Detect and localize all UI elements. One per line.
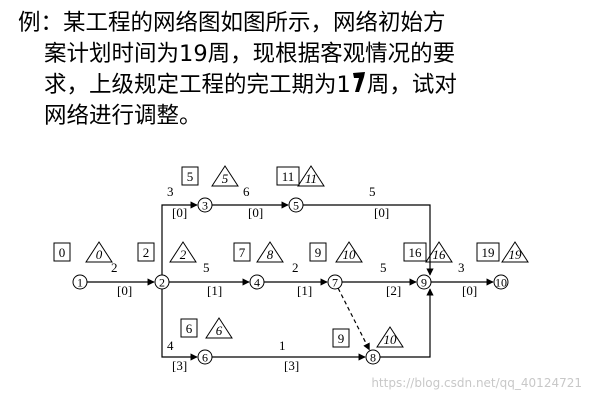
activity-float-7-9: [2]	[386, 283, 401, 298]
event-node-7	[327, 274, 343, 290]
late-time-triangle-7	[335, 241, 363, 263]
handwritten-mark	[352, 72, 365, 92]
problem-line-4: 网络进行调整。	[44, 103, 202, 129]
early-time-box-10	[476, 242, 500, 262]
late-time-6: 6	[216, 323, 223, 338]
activity-arrow-2-6	[161, 289, 198, 361]
activity-float-5-9: [0]	[374, 205, 389, 220]
late-time-5: 11	[305, 171, 317, 186]
late-time-triangle-10	[501, 241, 529, 263]
activity-arrows	[87, 201, 494, 361]
activity-duration-6-8: 1	[279, 338, 286, 353]
early-time-5: 11	[282, 169, 295, 184]
early-time-10: 19	[482, 245, 495, 260]
late-time-triangle-1	[85, 241, 113, 263]
activity-float-2-6: [3]	[172, 358, 187, 373]
late-time-8: 10	[384, 332, 398, 347]
event-node-9	[416, 274, 432, 290]
event-node-3	[197, 197, 213, 213]
activity-arrow-7-8	[337, 287, 370, 351]
activity-arrow-5-9	[303, 204, 434, 276]
late-time-triangle-4	[256, 241, 284, 263]
late-time-1: 0	[96, 247, 103, 262]
late-time-10: 19	[509, 247, 523, 262]
late-time-triangle-8	[376, 326, 404, 348]
activity-duration-3-5: 6	[243, 184, 250, 199]
problem-line-1: 例：某工程的网络图如图所示，网络初始方	[18, 10, 446, 36]
event-node-1	[72, 274, 88, 290]
activity-arrow-2-3	[161, 201, 198, 275]
activity-arrow-8-9	[380, 288, 434, 358]
early-time-7: 9	[315, 245, 322, 260]
activity-duration-7-9: 5	[380, 260, 387, 275]
event-node-label-10: 10	[495, 276, 507, 290]
event-node-label-8: 8	[370, 351, 376, 365]
early-time-box-6	[180, 318, 198, 338]
activity-duration-2-6: 4	[167, 338, 174, 353]
activity-labels: 2 [0] 5 [1] 2 [1] 5 [2] 3 [0] 3 [0] 6 [0] 5 [0] 4 [3] 1 [3]	[111, 184, 477, 373]
early-time-box-2	[137, 242, 155, 262]
early-time-3: 5	[187, 169, 194, 184]
late-time-triangle-9	[425, 241, 453, 263]
event-node-label-3: 3	[202, 199, 208, 213]
event-node-6	[197, 349, 213, 365]
event-node-4	[249, 274, 265, 290]
late-time-triangle-2	[169, 241, 197, 263]
activity-duration-4-7: 2	[292, 260, 299, 275]
activity-float-1-2: [0]	[117, 283, 132, 298]
late-time-7: 10	[343, 247, 357, 262]
late-time-triangle-6	[205, 317, 233, 339]
late-time-triangle-3	[211, 165, 239, 187]
early-time-8: 9	[338, 331, 345, 346]
event-node-label-6: 6	[202, 351, 208, 365]
event-node-label-2: 2	[159, 276, 165, 290]
event-node-8	[365, 349, 381, 365]
early-time-box-9	[403, 242, 427, 262]
event-node-10	[493, 274, 509, 290]
activity-float-4-7: [1]	[297, 283, 312, 298]
example-prefix: 例：	[18, 10, 64, 36]
activity-float-3-5: [0]	[248, 205, 263, 220]
early-time-4: 7	[239, 245, 246, 260]
late-time-3: 5	[222, 171, 229, 186]
activity-float-9-10: [0]	[462, 283, 477, 298]
early-time-6: 6	[186, 321, 193, 336]
event-node-label-5: 5	[293, 199, 299, 213]
early-time-box-5	[276, 166, 300, 186]
early-time-box-4	[233, 242, 251, 262]
event-node-2	[154, 274, 170, 290]
early-time-2: 2	[143, 245, 150, 260]
activity-duration-2-4: 5	[203, 260, 210, 275]
problem-line-2: 案计划时间为19周，现根据客观情况的要	[44, 41, 456, 67]
event-node-5	[288, 197, 304, 213]
activity-float-6-8: [3]	[284, 358, 299, 373]
event-node-label-4: 4	[254, 276, 260, 290]
late-time-4: 8	[267, 247, 274, 262]
event-node-label-9: 9	[421, 276, 427, 290]
late-time-2: 2	[180, 247, 187, 262]
event-node-label-7: 7	[332, 276, 338, 290]
activity-duration-9-10: 3	[458, 260, 465, 275]
late-time-9: 16	[433, 247, 447, 262]
watermark: https://blog.csdn.net/qq_40124721	[371, 376, 582, 390]
early-time-box-3	[181, 166, 199, 186]
activity-float-2-3: [0]	[172, 205, 187, 220]
activity-float-2-4: [1]	[207, 283, 222, 298]
activity-duration-1-2: 2	[111, 260, 118, 275]
event-node-label-1: 1	[77, 276, 83, 290]
early-time-9: 16	[409, 245, 423, 260]
early-time-1: 0	[59, 245, 66, 260]
activity-duration-2-3: 3	[167, 184, 174, 199]
problem-statement: 例：某工程的网络图如图所示，网络初始方 案计划时间为19周，现根据客观情况的要 …	[18, 8, 578, 132]
early-time-box-8	[332, 328, 350, 348]
early-time-box-1	[53, 242, 71, 262]
early-time-box-7	[309, 242, 327, 262]
activity-duration-5-9: 5	[369, 184, 376, 199]
late-time-triangle-5	[297, 165, 325, 187]
